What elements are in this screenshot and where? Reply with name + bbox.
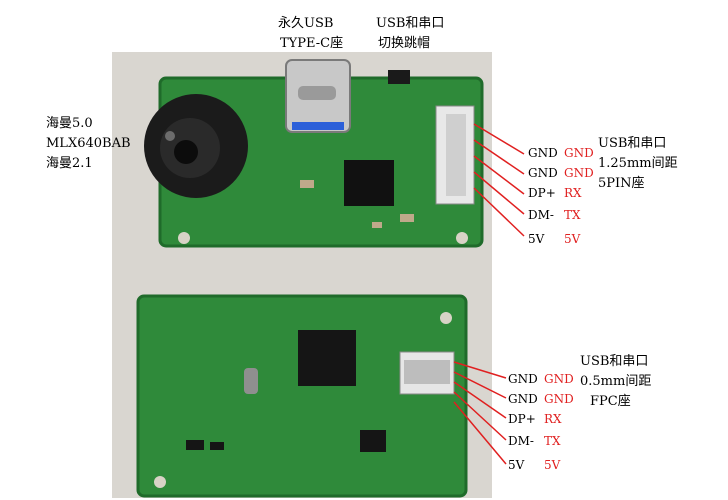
top-pin-uart-2: GND — [564, 166, 594, 180]
top-pin-usb-2: GND — [528, 166, 558, 180]
bottom-pin-usb-5: 5V — [508, 458, 525, 472]
bottom-pin-uart-3: RX — [544, 412, 562, 426]
usb-typec-label-line1: 永久USB — [278, 16, 334, 31]
bottom-pin-usb-1: GND — [508, 372, 538, 386]
top-pin-usb-4: DM- — [528, 208, 554, 222]
top-pin-uart-3: RX — [564, 186, 582, 200]
top-pin-usb-5: 5V — [528, 232, 545, 246]
bottom-pin-uart-2: GND — [544, 392, 574, 406]
top-connector-title-line2: 1.25mm间距 — [598, 156, 678, 171]
bottom-pcb-board — [136, 294, 468, 498]
bottom-connector-title-line3: FPC座 — [590, 394, 631, 409]
sensor-label-line1: 海曼5.0 — [46, 116, 93, 131]
bottom-pin-uart-1: GND — [544, 372, 574, 386]
top-pin-wires — [473, 123, 525, 237]
bottom-pin-wires — [453, 361, 507, 465]
thermal-lens — [144, 94, 248, 198]
bottom-connector-title-line1: USB和串口 — [580, 354, 649, 369]
top-pin-usb-3: DP+ — [528, 186, 556, 200]
bottom-pin-usb-3: DP+ — [508, 412, 536, 426]
bottom-pin-uart-5: 5V — [544, 458, 561, 472]
bottom-pin-uart-4: TX — [544, 434, 561, 448]
sensor-label-line2: MLX640BAB — [46, 136, 131, 151]
bottom-connector-title-line2: 0.5mm间距 — [580, 374, 652, 389]
bottom-pin-usb-2: GND — [508, 392, 538, 406]
top-pin-uart-4: TX — [564, 208, 581, 222]
usb-typec-label-line2: TYPE-C座 — [280, 36, 344, 51]
top-connector-title-line1: USB和串口 — [598, 136, 667, 151]
sensor-label-line3: 海曼2.1 — [46, 156, 93, 171]
jumper-label-line2: 切换跳帽 — [378, 36, 431, 51]
top-connector-title-line3: 5PIN座 — [598, 176, 645, 191]
top-pin-uart-5: 5V — [564, 232, 581, 246]
top-pin-usb-1: GND — [528, 146, 558, 160]
top-pin-uart-1: GND — [564, 146, 594, 160]
bottom-pin-usb-4: DM- — [508, 434, 534, 448]
jumper-label-line1: USB和串口 — [376, 16, 445, 31]
